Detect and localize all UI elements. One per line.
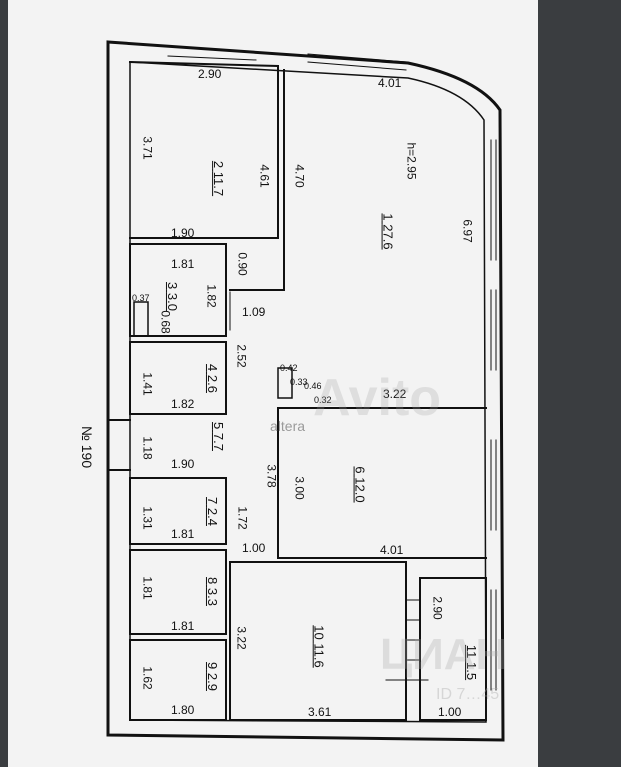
dim-label: 1.09 xyxy=(242,305,266,319)
floor-plan xyxy=(106,40,505,742)
room-3-area: 3 3.0 xyxy=(164,282,180,311)
dim-label: 1.00 xyxy=(438,705,462,719)
room-9-walls xyxy=(129,639,227,721)
dim-label: 4.70 xyxy=(292,164,307,188)
room-11-walls xyxy=(419,577,487,721)
watermark-avito: Avito xyxy=(313,369,442,427)
watermark-cian: ЦИАН xyxy=(380,630,508,679)
room-2-walls xyxy=(128,60,279,239)
windows-right xyxy=(490,139,497,691)
dim-label: 1.00 xyxy=(242,541,266,555)
dim-label: 0.33 xyxy=(290,377,308,387)
dim-label: 3.71 xyxy=(140,136,155,160)
room-7-walls xyxy=(129,477,227,545)
dim-label: 4.01 xyxy=(380,543,404,557)
watermark-altera: altera xyxy=(270,418,306,434)
room-7-area: 7 2.4 xyxy=(204,497,220,526)
room-10-walls xyxy=(229,561,407,721)
dim-label: 3.00 xyxy=(292,476,307,500)
room-5-area: 5 7.7 xyxy=(210,422,226,451)
dim-label: 0.37 xyxy=(132,293,150,303)
dim-label: 0.46 xyxy=(304,381,322,391)
dim-label: 1.81 xyxy=(171,257,195,271)
dim-label: 1.41 xyxy=(140,372,155,396)
room-6-area: 6 12.0 xyxy=(352,466,368,503)
dim-label: 0.32 xyxy=(314,395,332,405)
dim-label: 3.78 xyxy=(264,464,279,488)
dim-label: 1.80 xyxy=(171,703,195,717)
dim-label: 2.90 xyxy=(430,596,445,620)
dim-label: 1.81 xyxy=(171,527,195,541)
dim-label: 3.22 xyxy=(383,387,407,401)
room-8-walls xyxy=(129,549,227,635)
dim-label: 1.82 xyxy=(204,284,219,308)
watermark-id: ID 7…45 xyxy=(436,686,500,703)
ceiling-height: h=2.95 xyxy=(404,142,419,180)
dim-label: 1.72 xyxy=(235,506,250,530)
room-10-area: 10 11.6 xyxy=(311,625,327,668)
room-4-area: 4 2.6 xyxy=(204,364,220,393)
dim-label: 4.01 xyxy=(378,76,402,90)
dim-label: 1.90 xyxy=(171,226,195,240)
windows-top xyxy=(167,45,407,71)
dim-label: 2.90 xyxy=(198,67,222,81)
dim-label: 3.22 xyxy=(234,626,249,650)
house-number: № 190 xyxy=(79,425,96,469)
dim-label: 4.61 xyxy=(257,164,272,188)
dim-label: 1.62 xyxy=(140,666,155,690)
dim-label: 1.18 xyxy=(140,436,155,460)
dim-label: 1.31 xyxy=(140,506,155,530)
room-6-walls xyxy=(277,407,487,559)
room-3-niche xyxy=(133,301,149,337)
dim-label: 1.81 xyxy=(140,576,155,600)
outer-wall xyxy=(106,40,505,742)
dim-label: 0.90 xyxy=(235,252,250,276)
inner-outline xyxy=(129,61,487,723)
dim-label: 0.42 xyxy=(280,363,298,373)
room-1-area: 1 27.6 xyxy=(380,213,396,250)
room-8-area: 8 3.3 xyxy=(204,577,220,606)
room-1-wall xyxy=(229,69,285,291)
floor-plan-sheet: № 190 h=2.95 1 27.6 2 11.7 3 3.0 4 2.6 5… xyxy=(8,0,538,767)
dim-label: 6.97 xyxy=(460,219,475,243)
dim-label: 1.90 xyxy=(171,457,195,471)
room-3-walls xyxy=(129,243,227,337)
dim-label: 3.61 xyxy=(308,705,332,719)
dim-label: 1.82 xyxy=(171,397,195,411)
room-2-area: 2 11.7 xyxy=(211,160,227,197)
room-9-area: 9 2.9 xyxy=(204,662,220,691)
dim-label: 0.68 xyxy=(158,310,173,334)
room-4-walls xyxy=(129,341,227,415)
dim-label: 2.52 xyxy=(234,344,249,368)
column xyxy=(277,367,293,399)
dim-label: 1.81 xyxy=(171,619,195,633)
